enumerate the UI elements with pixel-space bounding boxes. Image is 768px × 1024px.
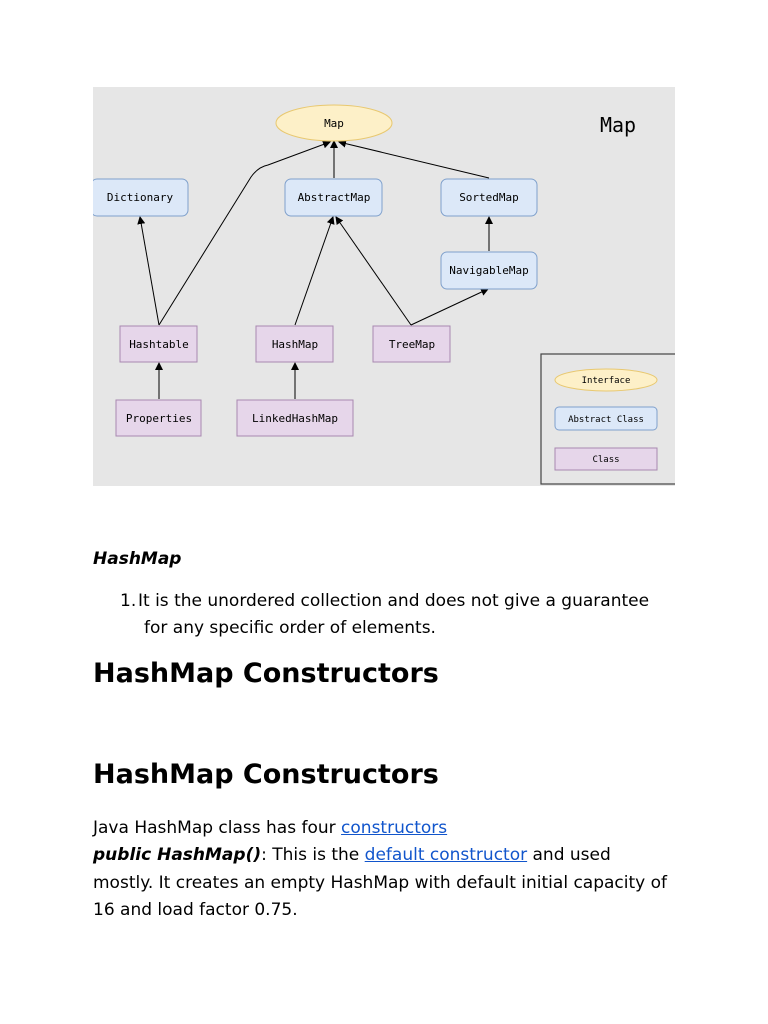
edge-treemap-abstractmap (335, 216, 412, 326)
list-item-number: 1. (120, 591, 137, 611)
edge-treemap-navigablemap (410, 288, 489, 326)
node-abstractmap (284, 178, 383, 217)
list-item-line-2: for any specific order of elements. (144, 618, 436, 638)
legend-interface-swatch (554, 368, 658, 392)
constructor-signature: public HashMap() (93, 845, 262, 865)
node-sortedmap (440, 178, 538, 217)
list-item-line-1: It is the unordered collection and does … (138, 591, 650, 611)
constructors-link[interactable]: constructors (341, 818, 448, 838)
map-hierarchy-diagram: Map Dictionary AbstractMap SortedMap Nav… (93, 87, 675, 486)
node-treemap (372, 325, 451, 363)
paragraph-intro-text: Java HashMap class has four (93, 818, 342, 838)
default-constructor-link[interactable]: default constructor (364, 845, 528, 865)
node-hashmap-label: HashMap (272, 338, 318, 351)
edge-hashtable-dictionary (137, 216, 160, 326)
node-linkedhashmap-label: LinkedHashMap (252, 412, 338, 425)
edge-hashmap-abstractmap (294, 216, 335, 326)
legend-class-label: Class (592, 455, 619, 465)
heading-constructors-1: HashMap Constructors (93, 658, 439, 689)
node-map (275, 104, 393, 142)
node-hashmap (255, 325, 334, 363)
node-sortedmap-label: SortedMap (459, 191, 519, 204)
edge-hashtable-map (158, 140, 331, 326)
paragraph-intro: Java HashMap class has four constructors (93, 815, 673, 843)
legend-abstract-swatch (554, 406, 658, 431)
node-hashtable-label: Hashtable (129, 338, 189, 351)
paragraph-default-constructor: public HashMap(): This is the default co… (93, 842, 673, 925)
node-treemap-label: TreeMap (389, 338, 435, 351)
edge-sortedmap-map (338, 139, 490, 179)
node-properties (115, 399, 202, 437)
node-navigablemap (440, 251, 538, 290)
node-properties-label: Properties (126, 412, 192, 425)
legend-class-swatch (554, 447, 658, 471)
node-dictionary (93, 178, 189, 217)
heading-constructors-2: HashMap Constructors (93, 759, 439, 790)
paragraph-text-b: and used mostly. It creates an empty Has… (93, 845, 668, 920)
legend-interface-label: Interface (582, 376, 631, 386)
ordered-list: 1. It is the unordered collection and do… (120, 588, 680, 642)
node-linkedhashmap (236, 399, 354, 437)
node-abstractmap-label: AbstractMap (298, 191, 371, 204)
diagram-legend: Interface Abstract Class Class (540, 353, 675, 485)
node-navigablemap-label: NavigableMap (449, 264, 528, 277)
diagram-title: Map (600, 113, 636, 137)
node-hashtable (119, 325, 198, 363)
node-dictionary-label: Dictionary (107, 191, 174, 204)
legend-abstract-label: Abstract Class (568, 415, 644, 425)
list-item: 1. It is the unordered collection and do… (120, 588, 680, 642)
section-subheading: HashMap (93, 549, 182, 569)
paragraph-text-a: : This is the (261, 845, 365, 865)
node-map-label: Map (324, 117, 344, 130)
